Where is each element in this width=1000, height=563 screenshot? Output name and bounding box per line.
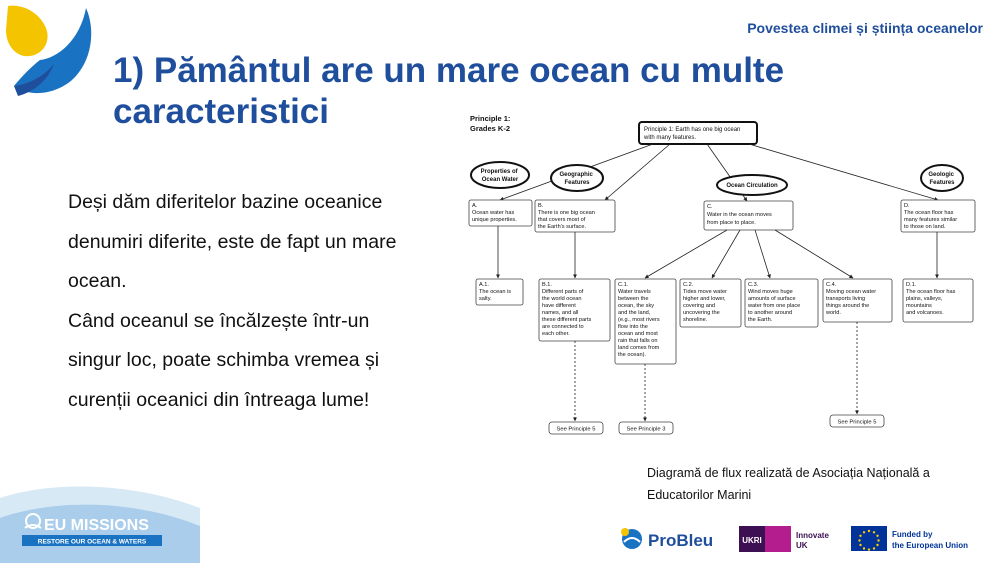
svg-text:C.1. Water travels: C.1. Water travels between the ocean, th… <box>618 282 661 358</box>
svg-text:C. Water in the ocean mo: C. Water in the ocean moves from place t… <box>707 204 773 226</box>
svg-text:See Principle 5: See Principle 5 <box>838 420 877 426</box>
eu-flag-logo: Funded by the European Union <box>851 526 968 551</box>
svg-text:Geographic Features: Geographic Features <box>559 172 594 186</box>
see-principle-3-c1: See Principle 3 <box>618 421 674 435</box>
root-principle-box: Principle 1: Earth has one big ocean wit… <box>638 121 758 145</box>
presentation-tagline: Povestea climei și știința oceanelor <box>747 20 983 36</box>
svg-text:B.1. Different parts of: B.1. Different parts of the world ocean … <box>542 282 593 337</box>
svg-text:A.1. The ocean is: A.1. The ocean is salty. <box>479 282 513 302</box>
svg-text:See Principle 3: See Principle 3 <box>627 427 666 433</box>
svg-text:Principle 1: Earth has one big: Principle 1: Earth has one big ocean wit… <box>643 127 742 141</box>
box-d: D. The ocean floor has many features sim… <box>900 199 976 233</box>
svg-text:D. The ocean floor has: D. The ocean floor has many features sim… <box>904 203 959 230</box>
svg-text:Ocean Circulation: Ocean Circulation <box>726 183 778 189</box>
slide-body: Deși dăm diferitelor bazine oceanice den… <box>68 183 418 420</box>
svg-text:D.1. The ocean floor has: D.1. The ocean floor has plains, valleys… <box>906 282 957 316</box>
level-connectors <box>496 226 939 279</box>
box-c3: C.3. Wind moves huge amounts of surface … <box>744 278 819 328</box>
box-a: A. Ocean water has unique properties. <box>468 199 533 227</box>
category-geographic-features: Geographic Features <box>550 164 604 192</box>
eu-missions-logo: EU MISSIONS RESTORE OUR OCEAN & WATERS <box>0 486 200 563</box>
partner-logos: ProBleu UKRI Innovate UK Funded by the E… <box>621 526 968 552</box>
svg-text:ProBleu: ProBleu <box>648 531 713 550</box>
eu-stars-icon <box>858 529 880 551</box>
svg-text:See Principle 5: See Principle 5 <box>557 427 596 433</box>
svg-text:Innovate UK: Innovate UK <box>796 531 831 550</box>
category-ocean-circulation: Ocean Circulation <box>716 174 788 196</box>
slide-title: 1) Pământul are un mare ocean cu multe c… <box>113 51 785 131</box>
see-principle-5-b1: See Principle 5 <box>548 421 604 435</box>
svg-text:A. Ocean water has: A. Ocean water has unique properties. <box>472 203 517 223</box>
diagram-heading: Principle 1: Grades K-2 <box>470 114 513 133</box>
probleu-logo: ProBleu <box>621 528 713 550</box>
box-a1: A.1. The ocean is salty. <box>475 278 524 306</box>
wave-icon <box>24 513 42 529</box>
see-principle-connectors <box>573 322 859 422</box>
diagram-caption: Diagramă de flux realizată de Asociația … <box>647 466 930 502</box>
eu-missions-title: EU MISSIONS <box>44 517 149 534</box>
box-b: B. There is one big ocean that covers mo… <box>534 199 616 233</box>
ukri-logo: UKRI <box>739 526 791 552</box>
svg-text:C.2. Tides move water: C.2. Tides move water higher and lower, … <box>683 282 729 323</box>
see-principle-5-c4: See Principle 5 <box>829 414 885 428</box>
box-b1: B.1. Different parts of the world ocean … <box>538 278 611 342</box>
body-paragraph-1: Deși dăm diferitelor bazine oceanice den… <box>68 191 397 292</box>
box-d1: D.1. The ocean floor has plains, valleys… <box>902 278 974 323</box>
category-properties-of-ocean-water: Properties of Ocean Water <box>470 161 530 189</box>
box-c4: C.4. Moving ocean water transports livin… <box>822 278 893 323</box>
svg-text:Properties of Ocean Wate: Properties of Ocean Water <box>481 169 520 183</box>
svg-text:Funded by the European U: Funded by the European Union <box>892 530 968 550</box>
box-c1: C.1. Water travels between the ocean, th… <box>614 278 677 365</box>
svg-text:UKRI: UKRI <box>742 536 762 545</box>
svg-text:C.4. Moving ocean water: C.4. Moving ocean water transports livin… <box>825 282 878 316</box>
innovate-uk-logo: Innovate UK <box>796 531 831 550</box>
box-c: C. Water in the ocean moves from place t… <box>703 200 794 231</box>
eu-missions-subtitle: RESTORE OUR OCEAN & WATERS <box>38 539 147 546</box>
brand-wave-logo <box>6 5 92 96</box>
svg-text:Geologic Features: Geologic Features <box>928 172 955 186</box>
svg-text:C.3. Wind moves huge: C.3. Wind moves huge amounts of surface … <box>747 282 802 323</box>
body-paragraph-2: Când oceanul se încălzește într-un singu… <box>68 309 380 411</box>
svg-text:B. There is one big ocea: B. There is one big ocean that covers mo… <box>538 203 596 230</box>
category-geologic-features: Geologic Features <box>920 164 964 192</box>
box-c2: C.2. Tides move water higher and lower, … <box>679 278 742 328</box>
ocean-principle-flowchart: Principle 1: Grades K-2 Principle 1: Ear… <box>468 114 976 435</box>
